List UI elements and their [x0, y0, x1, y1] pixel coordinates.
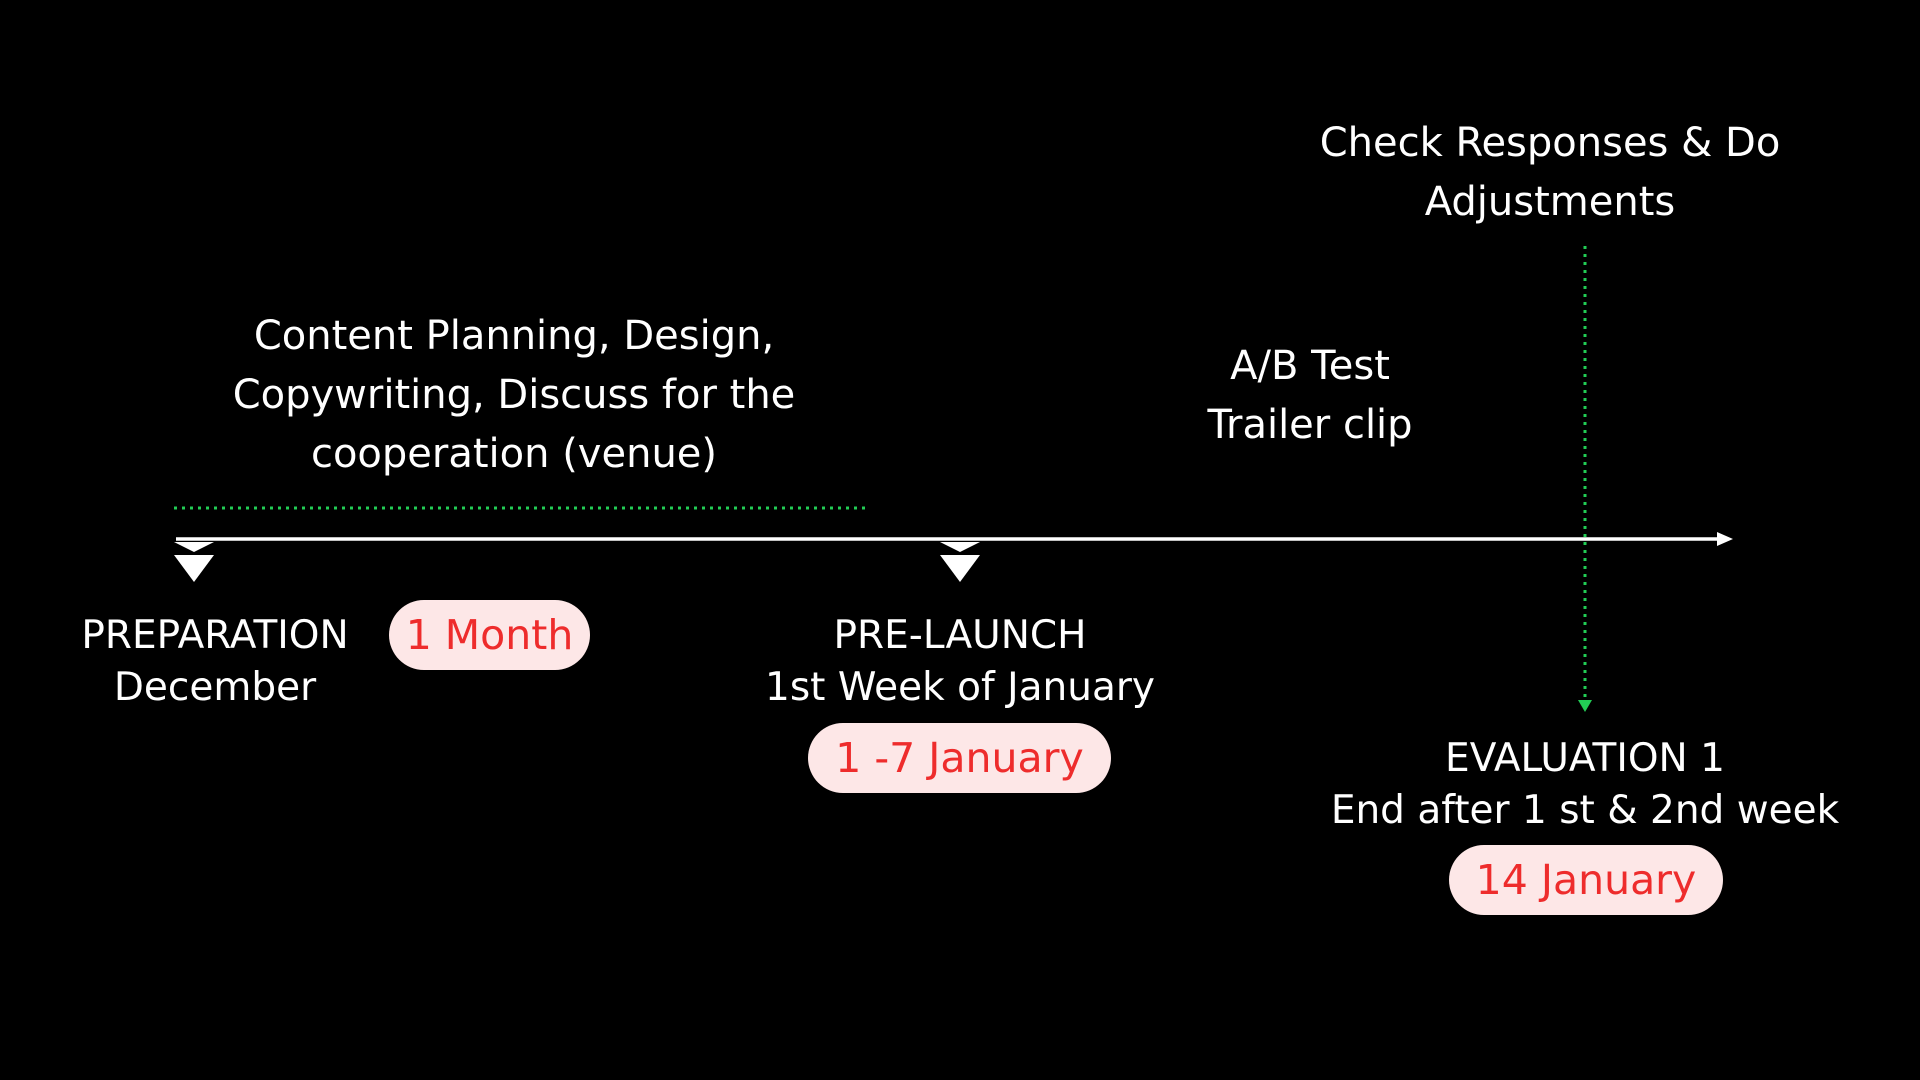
- milestone-pre-launch-label: PRE-LAUNCH 1st Week of January: [700, 610, 1220, 714]
- milestone-preparation-badge: 1 Month: [389, 600, 590, 670]
- evaluation-arrow-icon: [1578, 700, 1592, 712]
- milestone-title: PREPARATION: [81, 613, 349, 658]
- ab-test-note-line: A/B Test: [1230, 343, 1390, 389]
- milestone-evaluation-badge: 14 January: [1449, 845, 1723, 915]
- planning-note: Content Planning, Design, Copywriting, D…: [194, 307, 834, 484]
- milestone-pre-launch-badge: 1 -7 January: [808, 723, 1111, 793]
- preparation-marker-icon: [174, 542, 214, 582]
- timeline-arrowhead-icon: [1717, 532, 1733, 546]
- pre-launch-marker-icon: [940, 542, 980, 582]
- planning-note-line: Copywriting, Discuss for the: [232, 372, 796, 418]
- ab-test-note-line: Trailer clip: [1207, 402, 1413, 448]
- milestone-evaluation-label: EVALUATION 1 End after 1 st & 2nd week: [1285, 733, 1885, 837]
- milestone-subtitle: End after 1 st & 2nd week: [1330, 788, 1840, 833]
- check-note-line: Adjustments: [1424, 179, 1676, 225]
- planning-note-line: Content Planning, Design,: [253, 313, 775, 359]
- ab-test-note: A/B Test Trailer clip: [1160, 337, 1460, 455]
- check-note-line: Check Responses & Do: [1319, 120, 1781, 166]
- milestone-preparation-label: PREPARATION December: [55, 610, 375, 714]
- milestone-subtitle: 1st Week of January: [765, 665, 1155, 710]
- check-responses-note: Check Responses & Do Adjustments: [1270, 114, 1830, 232]
- milestone-title: PRE-LAUNCH: [833, 613, 1087, 658]
- milestone-title: EVALUATION 1: [1445, 736, 1725, 781]
- planning-note-line: cooperation (venue): [310, 431, 718, 477]
- milestone-subtitle: December: [113, 665, 317, 710]
